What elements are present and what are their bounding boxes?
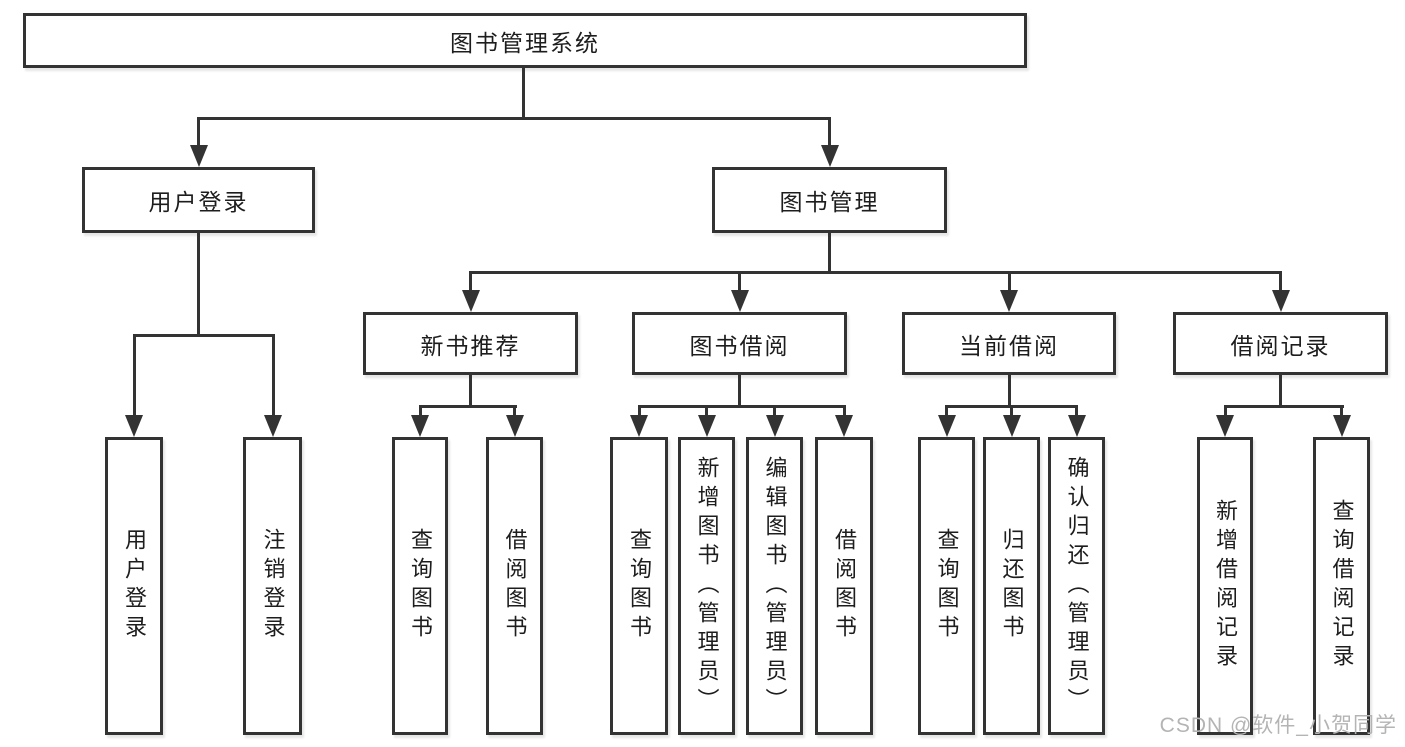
arrowhead-borrow-leaf2	[697, 415, 716, 437]
leaf-label: 归还图书	[999, 528, 1025, 644]
connector-records-drop	[1279, 271, 1282, 292]
connector-current-leaf1-drop	[945, 405, 948, 417]
connector-records-stem	[1279, 375, 1282, 408]
connector-user-rail	[132, 334, 275, 337]
arrowhead-borrow-leaf3	[765, 415, 784, 437]
leaf-logout: 注销登录	[243, 437, 302, 735]
leaf-label: 注销登录	[260, 528, 286, 644]
leaf-add-books-admin: 新增图书（管理员）	[678, 437, 735, 735]
connector-level2-rail	[197, 117, 831, 120]
connector-current-leaf3-drop	[1075, 405, 1078, 417]
node-user-login: 用户登录	[82, 167, 315, 233]
leaf-label: 查询图书	[408, 528, 433, 644]
leaf-edit-books-admin: 编辑图书（管理员）	[746, 437, 803, 735]
leaf-label: 编辑图书（管理员）	[762, 455, 788, 717]
node-label: 当前借阅	[959, 332, 1059, 359]
arrowhead-current-leaf1	[937, 415, 956, 437]
arrowhead-newbook-leaf1	[411, 415, 429, 437]
connector-borrow-leaf3-drop	[773, 405, 776, 417]
node-book-management: 图书管理	[712, 167, 947, 233]
leaf-query-books-borrow: 查询图书	[610, 437, 668, 735]
leaf-user-login: 用户登录	[105, 437, 163, 735]
leaf-label: 用户登录	[122, 528, 147, 644]
connector-records-leaf1-drop	[1223, 405, 1227, 417]
leaf-query-books-current: 查询图书	[918, 437, 975, 735]
connector-mgmt-stem	[828, 233, 831, 274]
connector-current-stem	[1007, 375, 1011, 408]
leaf-query-borrow-record: 查询借阅记录	[1313, 437, 1370, 735]
arrowhead-newbook-leaf2	[505, 415, 524, 437]
leaf-label: 查询图书	[627, 528, 652, 644]
leaf-borrow-books: 借阅图书	[815, 437, 873, 735]
arrowhead-user-login	[189, 145, 208, 167]
leaf-return-books: 归还图书	[983, 437, 1040, 735]
node-label: 新书推荐	[420, 332, 521, 359]
leaf-confirm-return-admin: 确认归还（管理员）	[1048, 437, 1105, 735]
node-label: 图书管理	[779, 189, 880, 215]
connector-user-stem	[197, 233, 200, 337]
connector-records-rail	[1223, 405, 1344, 408]
node-library-management-system: 图书管理系统	[23, 13, 1027, 68]
arrowhead-current-leaf2	[1002, 415, 1021, 437]
connector-borrow-leaf1-drop	[637, 405, 641, 417]
connector-borrow-leaf2-drop	[705, 405, 708, 417]
arrowhead-book-mgmt	[820, 145, 839, 167]
connector-records-leaf2-drop	[1340, 405, 1343, 417]
connector-borrow-rail	[637, 405, 846, 408]
leaf-label: 查询图书	[934, 528, 960, 644]
node-label: 用户登录	[148, 189, 249, 215]
arrowhead-borrow-leaf4	[835, 415, 853, 437]
connector-newbook-leaf2-drop	[513, 405, 516, 417]
connector-borrow-leaf4-drop	[842, 405, 846, 417]
node-label: 图书管理系统	[450, 29, 600, 56]
connector-newbook-leaf1-drop	[418, 405, 422, 417]
connector-newbook-drop	[469, 271, 472, 292]
connector-book-mgmt-drop	[828, 117, 831, 147]
connector-current-drop	[1007, 271, 1011, 292]
connector-user-leaf2-drop	[271, 334, 275, 417]
node-borrowing-records: 借阅记录	[1173, 312, 1388, 375]
arrowhead-records	[1271, 290, 1290, 312]
node-label: 借阅记录	[1230, 332, 1331, 359]
arrowhead-user-leaf1	[125, 415, 143, 437]
arrowhead-current	[1000, 290, 1018, 312]
connector-current-leaf2-drop	[1010, 405, 1013, 417]
csdn-watermark: CSDN @软件_小贺同学	[1159, 714, 1397, 737]
connector-user-login-drop	[197, 117, 200, 147]
leaf-label: 确认归还（管理员）	[1064, 455, 1090, 717]
connector-borrow-drop	[738, 271, 741, 292]
leaf-label: 新增借阅记录	[1213, 499, 1238, 673]
connector-newbook-stem	[469, 375, 472, 408]
leaf-borrow-books-newbook: 借阅图书	[486, 437, 543, 735]
leaf-label: 查询借阅记录	[1329, 499, 1355, 673]
connector-user-leaf1-drop	[132, 334, 136, 417]
arrowhead-user-leaf2	[264, 415, 282, 437]
connector-root-stem	[521, 68, 525, 120]
connector-level3-rail	[469, 271, 1282, 274]
connector-borrow-stem	[738, 375, 741, 408]
node-current-borrowing: 当前借阅	[902, 312, 1116, 375]
arrowhead-current-leaf3	[1067, 415, 1086, 437]
leaf-label: 借阅图书	[832, 528, 857, 644]
arrowhead-borrow	[730, 290, 749, 312]
leaf-label: 借阅图书	[502, 528, 528, 644]
arrowhead-records-leaf1	[1216, 415, 1234, 437]
node-label: 图书借阅	[689, 332, 790, 359]
arrowhead-records-leaf2	[1332, 415, 1351, 437]
node-new-book-recommendation: 新书推荐	[363, 312, 578, 375]
leaf-query-books-newbook: 查询图书	[392, 437, 448, 735]
connector-newbook-rail	[418, 405, 517, 408]
node-book-borrowing: 图书借阅	[632, 312, 847, 375]
arrowhead-borrow-leaf1	[630, 415, 648, 437]
leaf-label: 新增图书（管理员）	[694, 455, 720, 717]
leaf-add-borrow-record: 新增借阅记录	[1197, 437, 1253, 735]
arrowhead-newbook	[461, 290, 480, 312]
